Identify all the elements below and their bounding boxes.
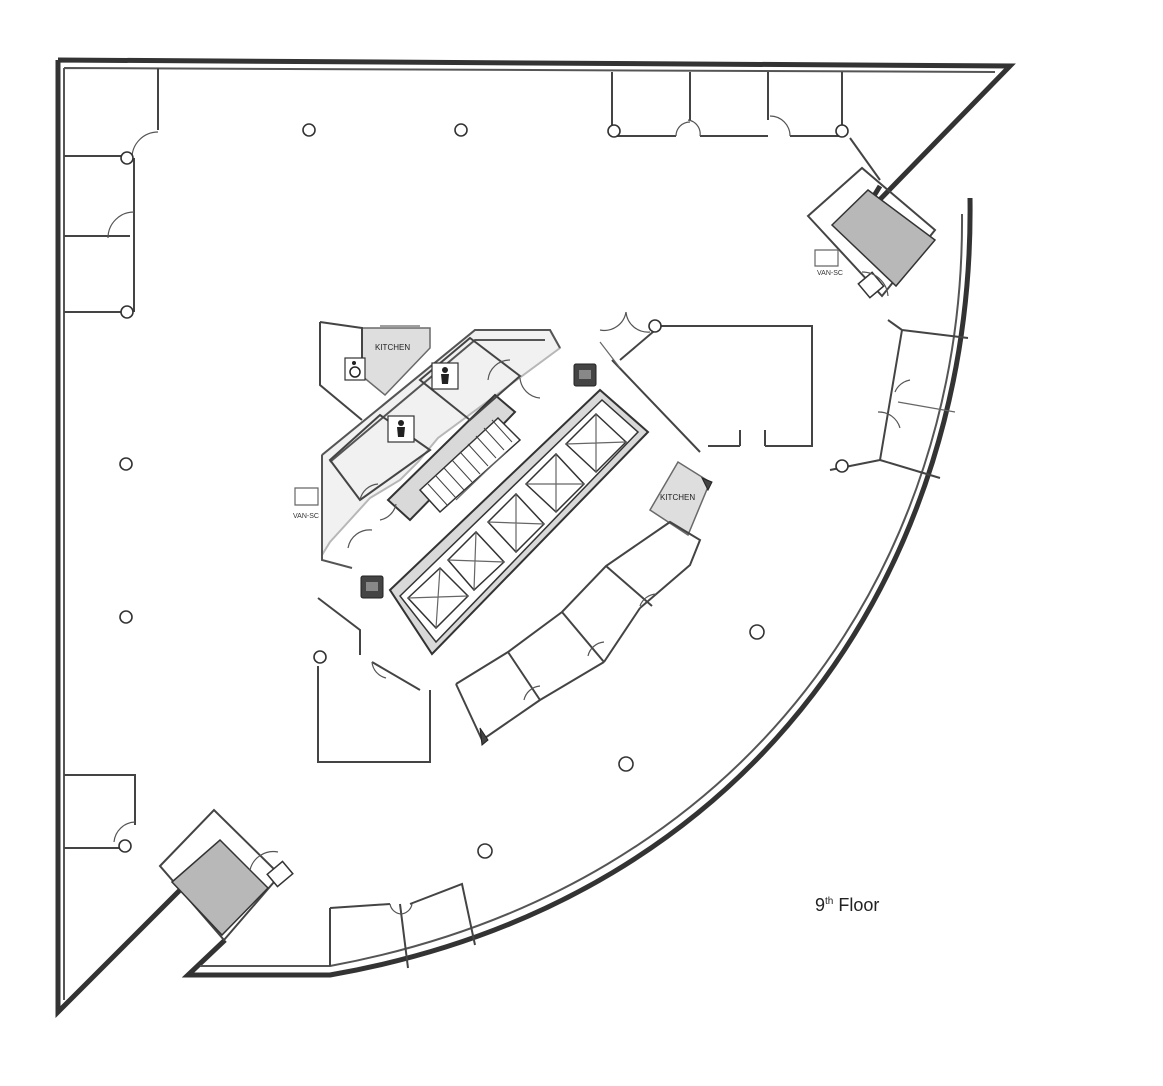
person-icon — [387, 415, 415, 443]
structural-columns — [119, 123, 765, 859]
phone-icon — [573, 363, 597, 387]
conference-area — [599, 311, 813, 447]
van-label-left: VAN-SC — [293, 513, 319, 520]
central-stair — [386, 393, 522, 522]
curved-offices — [455, 520, 702, 746]
floor-word: Floor — [838, 895, 880, 915]
left-offices — [64, 68, 159, 853]
sw-stair — [158, 808, 294, 942]
top-offices — [607, 72, 849, 138]
van-label-right: VAN-SC — [817, 270, 843, 277]
floor-suffix: th — [825, 896, 834, 907]
core-diagonal — [599, 341, 701, 453]
kitchen-lower: KITCHEN — [648, 460, 713, 537]
central-core — [313, 329, 650, 763]
kitchen-lower-label: KITCHEN — [660, 493, 695, 502]
phone-icon — [360, 575, 384, 599]
ne-stair — [806, 137, 937, 299]
kitchen-upper-label: KITCHEN — [375, 343, 410, 352]
floor-number: 9 — [815, 895, 826, 915]
floor-label: 9th Floor — [815, 895, 879, 916]
person-icon — [431, 362, 459, 390]
wheelchair-icon — [344, 357, 366, 381]
van-symbol-left: VAN-SC — [293, 487, 319, 520]
van-symbol-right: VAN-SC — [814, 249, 843, 277]
bottom-offices — [329, 882, 476, 969]
elevator-cars — [406, 412, 628, 630]
phone-icons — [360, 363, 597, 599]
right-offices — [829, 319, 969, 479]
